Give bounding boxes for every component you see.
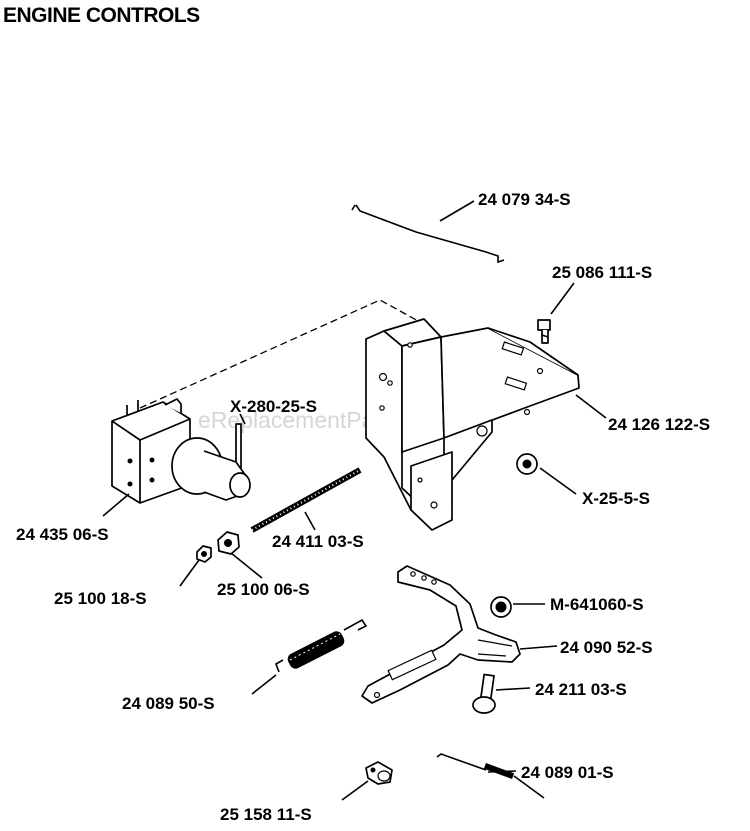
cable-part	[351, 204, 505, 264]
diagram-title: ENGINE CONTROLS	[3, 4, 200, 27]
label-threaded-rod: 24 411 03-S	[272, 532, 364, 551]
spring-part	[275, 618, 368, 673]
label-solenoid: 24 435 06-S	[16, 525, 109, 544]
threaded-rod-part	[250, 467, 362, 533]
washer-part	[516, 453, 538, 475]
label-screw-top: 25 086 111-S	[552, 263, 652, 282]
lever-part	[361, 565, 521, 704]
label-nut-small: 25 100 18-S	[54, 589, 147, 608]
screw-top-part	[537, 319, 551, 344]
label-spring-wire: 24 089 01-S	[521, 763, 614, 782]
label-washer: X-25-5-S	[582, 489, 650, 508]
label-locknut: M-641060-S	[550, 595, 644, 614]
clamp-part	[365, 761, 393, 785]
label-cable: 24 079 34-S	[478, 190, 571, 209]
label-bracket: 24 126 122-S	[608, 415, 710, 434]
label-lever: 24 090 52-S	[560, 638, 653, 657]
leader-lines	[102, 200, 607, 801]
pin-part	[235, 423, 242, 469]
bolt-part	[472, 673, 496, 714]
nut-small-part	[196, 545, 212, 563]
label-clamp: 25 158 11-S	[220, 805, 312, 824]
label-bolt: 24 211 03-S	[535, 680, 627, 699]
locknut-part	[490, 596, 512, 618]
label-nut-large: 25 100 06-S	[217, 580, 310, 599]
bracket-part	[365, 318, 580, 531]
label-pin: X-280-25-S	[230, 397, 317, 416]
label-spring: 24 089 50-S	[122, 694, 215, 713]
solenoid-part	[111, 398, 251, 504]
nut-large-part	[217, 531, 240, 555]
